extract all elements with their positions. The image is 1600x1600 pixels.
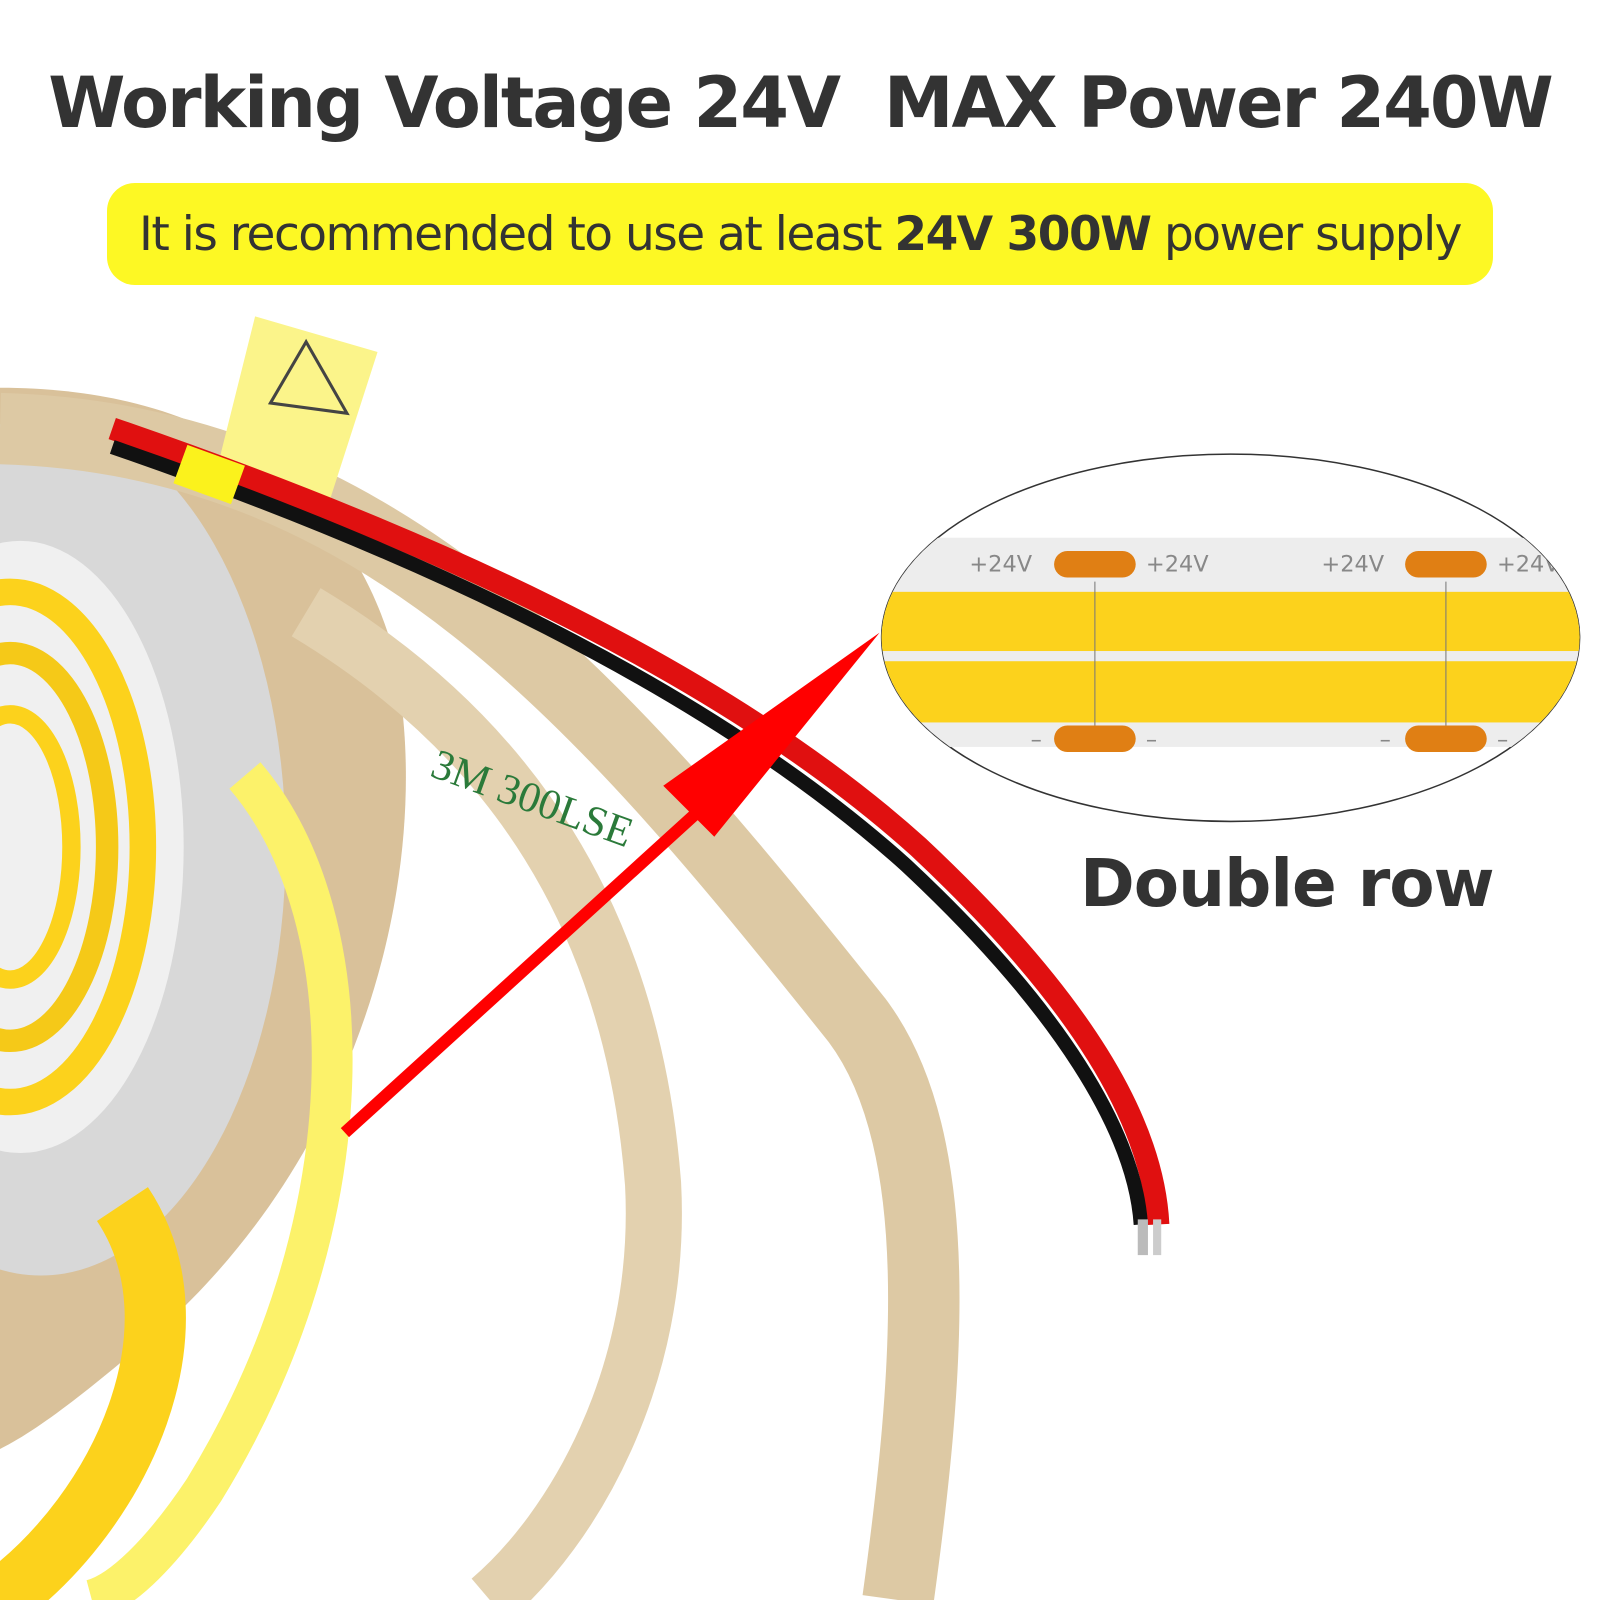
- detail-caption: Double row: [1080, 845, 1495, 922]
- banner-text-end: power supply: [1150, 206, 1463, 262]
- negative-label: –: [1497, 727, 1508, 753]
- power-wire: [108, 417, 1170, 1256]
- banner-highlight: 24V 300W: [894, 206, 1152, 262]
- positive-label: +24V: [1321, 551, 1384, 577]
- banner-text: It is recommended to use at least: [139, 206, 895, 262]
- strip-detail-zoom: +24V +24V +24V +24V – – – –: [880, 453, 1581, 823]
- warning-icon: [267, 338, 350, 416]
- negative-label: –: [1031, 727, 1042, 753]
- page-title: Working Voltage 24V MAX Power 240W: [48, 62, 1554, 144]
- negative-label: –: [1380, 727, 1391, 753]
- negative-label: –: [1146, 727, 1157, 753]
- pointer-arrow: [340, 632, 880, 1138]
- positive-label: +24V: [1146, 551, 1209, 577]
- warning-tag: [214, 316, 378, 511]
- positive-label: +24V: [969, 551, 1032, 577]
- recommendation-banner: It is recommended to use at least 24V 30…: [107, 183, 1493, 285]
